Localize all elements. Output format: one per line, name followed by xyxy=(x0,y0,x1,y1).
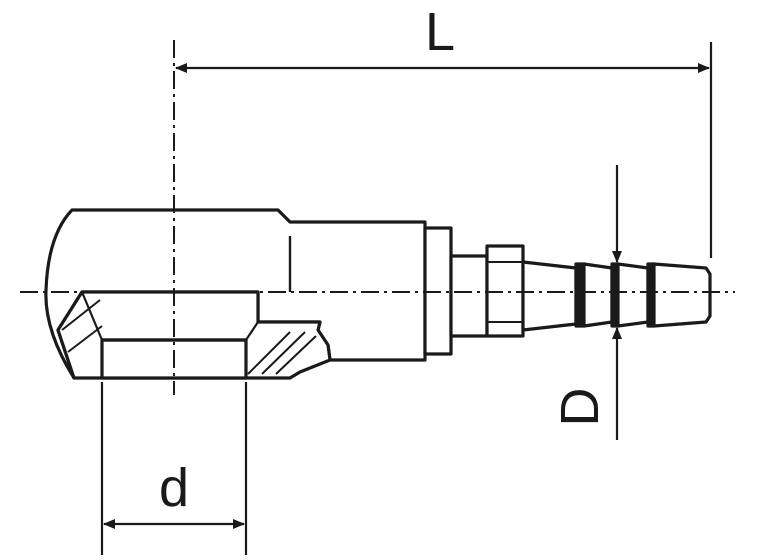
dimension-label-D: D xyxy=(550,388,610,427)
hose-barb-taper-1 xyxy=(521,260,578,332)
neck xyxy=(449,254,489,338)
dimension-label-d: d xyxy=(159,458,189,518)
hose-barb-taper-3 xyxy=(616,262,650,328)
hose-barb-taper-2 xyxy=(582,262,614,328)
section-hatching xyxy=(61,299,317,375)
dimension-label-L: L xyxy=(425,2,455,62)
hose-barb-tip xyxy=(652,262,712,328)
